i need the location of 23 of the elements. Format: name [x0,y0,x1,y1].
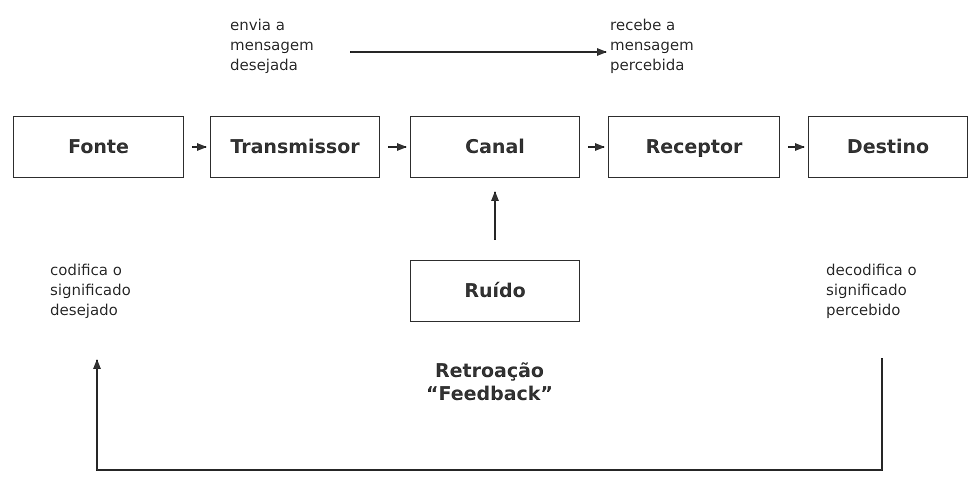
annotation-text: recebe a mensagem percebida [610,15,722,75]
process-box [808,116,968,178]
arrow [388,143,407,151]
box-label: Receptor [646,136,742,158]
annotation-text: envia a mensagem desejada [230,15,342,75]
arrow [788,143,805,151]
process-box [13,116,184,178]
arrow [588,143,605,151]
annotation-text: codifica o significado desejado [50,260,172,320]
box-label: Destino [846,136,930,158]
arrow [350,48,607,56]
arrow [93,358,883,471]
arrow [192,143,207,151]
process-box [608,116,780,178]
process-box [210,116,380,178]
box-label: Canal [465,136,525,158]
box-label: Fonte [68,136,129,158]
arrow [491,191,499,240]
process-box [410,260,580,322]
annotation-text: decodifica o significado percebido [826,260,966,320]
box-label: Transmissor [230,136,360,158]
process-box [410,116,580,178]
box-label: Ruído [464,280,526,302]
